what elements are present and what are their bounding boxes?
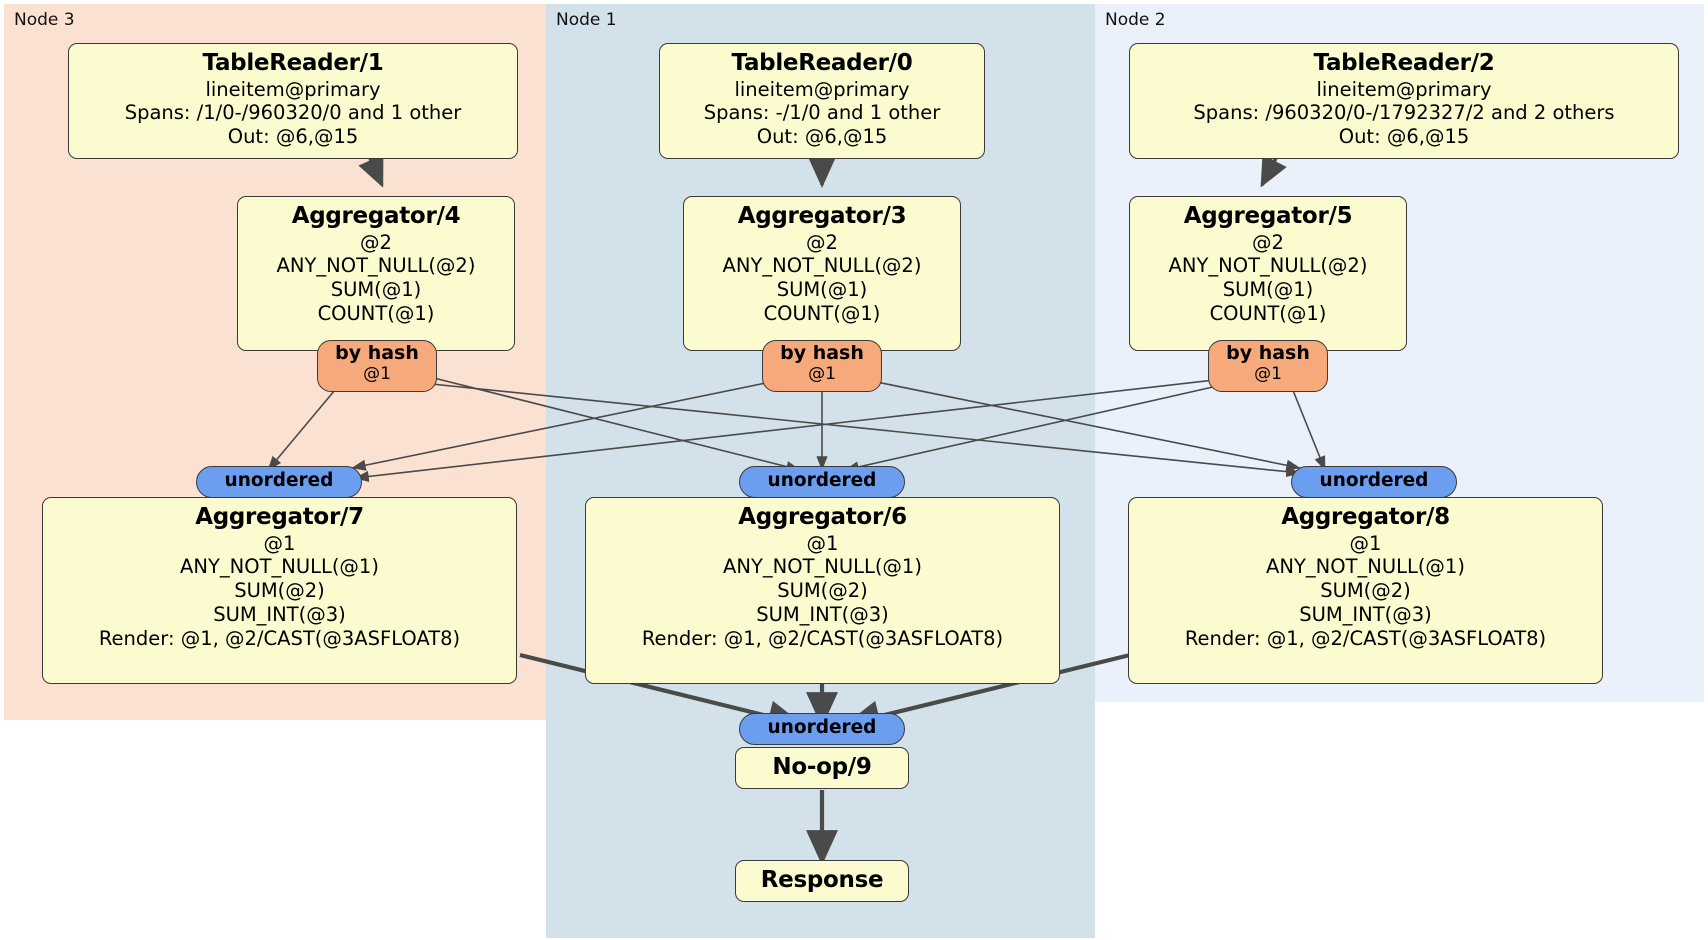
node-panel-label-node2: Node 2 xyxy=(1105,10,1166,30)
processor-detail-line: Render: @1, @2/CAST(@3ASFLOAT8) xyxy=(1184,626,1547,650)
processor-title: TableReader/0 xyxy=(731,50,913,76)
processor-detail-line: COUNT(@1) xyxy=(763,301,881,325)
processor-box-aggregator-5[interactable]: Aggregator/5 @2 ANY_NOT_NULL(@2) SUM(@1)… xyxy=(1129,196,1407,351)
processor-detail-line: Spans: -/1/0 and 1 other xyxy=(703,101,941,125)
processor-detail-line: SUM(@1) xyxy=(1222,278,1314,302)
synchronizer-unordered-final[interactable]: unordered xyxy=(739,713,905,745)
synchronizer-unordered-left[interactable]: unordered xyxy=(196,466,362,498)
processor-detail-line: SUM(@1) xyxy=(330,278,422,302)
processor-detail-line: ANY_NOT_NULL(@2) xyxy=(722,254,922,278)
processor-detail-line: @2 xyxy=(360,230,392,254)
processor-detail-line: Out: @6,@15 xyxy=(227,125,359,149)
synchronizer-unordered-right[interactable]: unordered xyxy=(1291,466,1457,498)
hash-router-column: @1 xyxy=(363,363,391,384)
processor-title: Aggregator/7 xyxy=(195,504,364,530)
processor-detail-line: Render: @1, @2/CAST(@3ASFLOAT8) xyxy=(98,626,461,650)
processor-detail-line: lineitem@primary xyxy=(734,77,910,101)
hash-router-center[interactable]: by hash @1 xyxy=(762,340,882,392)
processor-title: TableReader/2 xyxy=(1313,50,1495,76)
processor-detail-line: @1 xyxy=(1349,531,1382,555)
node-panel-label-node1: Node 1 xyxy=(556,10,617,30)
processor-detail-line: @1 xyxy=(263,531,296,555)
processor-detail-line: COUNT(@1) xyxy=(1209,301,1327,325)
processor-title: Aggregator/4 xyxy=(291,203,461,229)
hash-router-right[interactable]: by hash @1 xyxy=(1208,340,1328,392)
processor-detail-line: Render: @1, @2/CAST(@3ASFLOAT8) xyxy=(641,626,1004,650)
hash-router-left[interactable]: by hash @1 xyxy=(317,340,437,392)
processor-detail-line: ANY_NOT_NULL(@2) xyxy=(276,254,476,278)
hash-router-label: by hash xyxy=(780,342,864,364)
processor-detail-line: SUM_INT(@3) xyxy=(1299,602,1432,626)
processor-detail-line: lineitem@primary xyxy=(1316,77,1492,101)
processor-detail-line: @2 xyxy=(806,230,838,254)
processor-detail-line: Out: @6,@15 xyxy=(756,125,888,149)
processor-detail-line: SUM(@2) xyxy=(1320,579,1411,603)
processor-title: Aggregator/8 xyxy=(1281,504,1450,530)
processor-detail-line: Spans: /960320/0-/1792327/2 and 2 others xyxy=(1193,101,1615,125)
node-panel-label-node3: Node 3 xyxy=(14,10,75,30)
processor-detail-line: Spans: /1/0-/960320/0 and 1 other xyxy=(124,101,462,125)
processor-title: Aggregator/6 xyxy=(738,504,907,530)
processor-detail-line: @2 xyxy=(1252,230,1284,254)
synchronizer-unordered-center[interactable]: unordered xyxy=(739,466,905,498)
processor-box-response[interactable]: Response xyxy=(735,860,909,902)
hash-router-column: @1 xyxy=(808,363,836,384)
processor-title: Aggregator/3 xyxy=(737,203,907,229)
processor-box-no-op-9[interactable]: No-op/9 xyxy=(735,747,909,789)
processor-detail-line: Out: @6,@15 xyxy=(1338,125,1470,149)
processor-detail-line: SUM(@2) xyxy=(234,579,325,603)
processor-box-aggregator-3[interactable]: Aggregator/3 @2 ANY_NOT_NULL(@2) SUM(@1)… xyxy=(683,196,961,351)
processor-title: No-op/9 xyxy=(772,754,872,780)
processor-box-aggregator-4[interactable]: Aggregator/4 @2 ANY_NOT_NULL(@2) SUM(@1)… xyxy=(237,196,515,351)
hash-router-column: @1 xyxy=(1254,363,1282,384)
processor-box-table-reader-1[interactable]: TableReader/1 lineitem@primary Spans: /1… xyxy=(68,43,518,159)
processor-detail-line: ANY_NOT_NULL(@1) xyxy=(1266,555,1465,579)
processor-box-aggregator-8[interactable]: Aggregator/8 @1 ANY_NOT_NULL(@1) SUM(@2)… xyxy=(1128,497,1603,684)
processor-box-aggregator-7[interactable]: Aggregator/7 @1 ANY_NOT_NULL(@1) SUM(@2)… xyxy=(42,497,517,684)
processor-box-table-reader-0[interactable]: TableReader/0 lineitem@primary Spans: -/… xyxy=(659,43,985,159)
processor-detail-line: lineitem@primary xyxy=(205,77,381,101)
processor-detail-line: ANY_NOT_NULL(@2) xyxy=(1168,254,1368,278)
processor-detail-line: SUM(@2) xyxy=(777,579,868,603)
processor-box-aggregator-6[interactable]: Aggregator/6 @1 ANY_NOT_NULL(@1) SUM(@2)… xyxy=(585,497,1060,684)
processor-detail-line: COUNT(@1) xyxy=(317,301,435,325)
processor-title: TableReader/1 xyxy=(202,50,384,76)
processor-title: Aggregator/5 xyxy=(1183,203,1353,229)
hash-router-label: by hash xyxy=(335,342,419,364)
processor-detail-line: ANY_NOT_NULL(@1) xyxy=(180,555,379,579)
processor-detail-line: ANY_NOT_NULL(@1) xyxy=(723,555,922,579)
processor-detail-line: SUM(@1) xyxy=(776,278,868,302)
processor-detail-line: SUM_INT(@3) xyxy=(213,602,346,626)
processor-detail-line: @1 xyxy=(806,531,839,555)
hash-router-label: by hash xyxy=(1226,342,1310,364)
processor-title: Response xyxy=(760,867,884,893)
processor-box-table-reader-2[interactable]: TableReader/2 lineitem@primary Spans: /9… xyxy=(1129,43,1679,159)
processor-detail-line: SUM_INT(@3) xyxy=(756,602,889,626)
